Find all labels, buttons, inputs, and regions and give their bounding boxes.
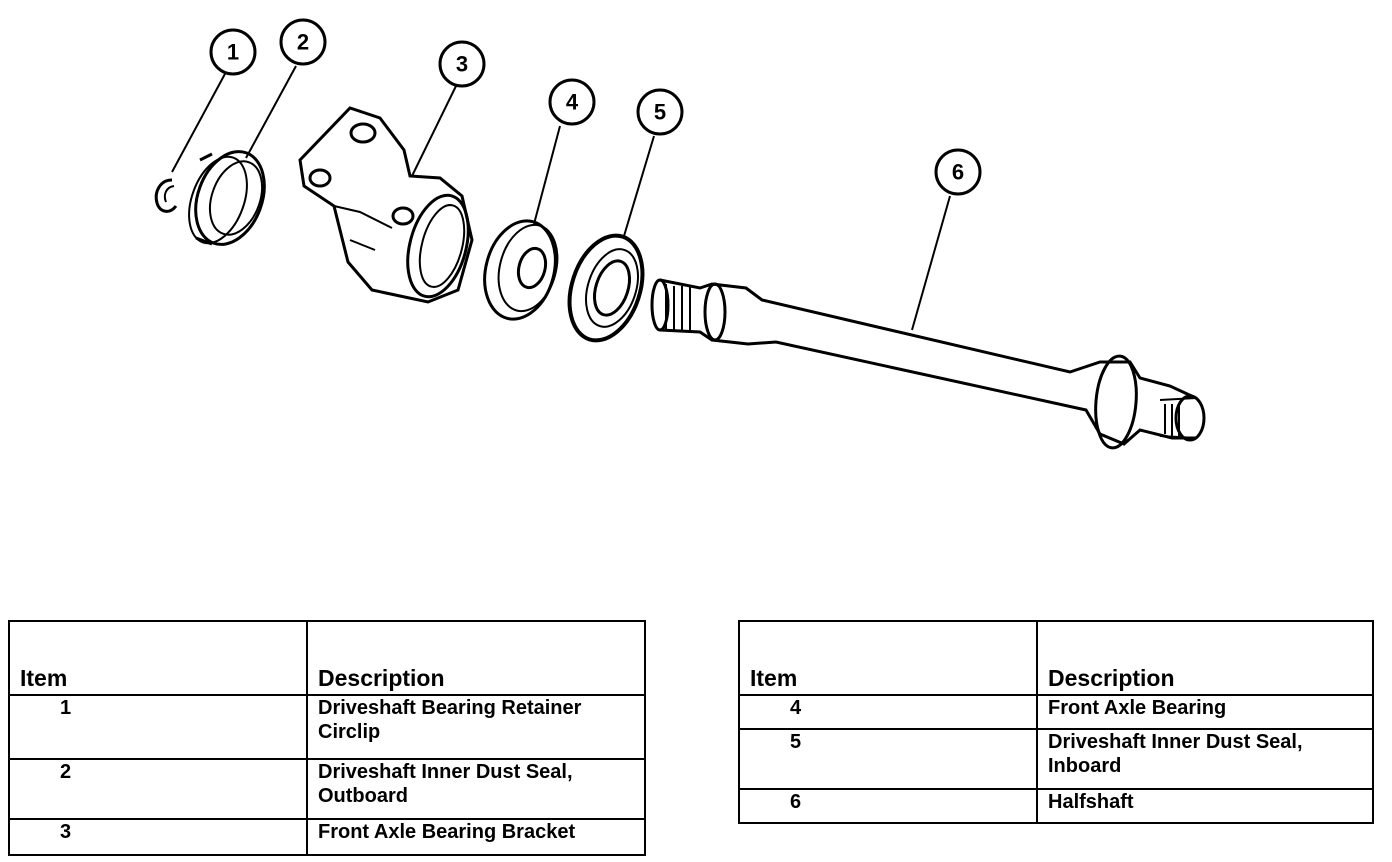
- parts-table-left: Item Description 1 Driveshaft Bearing Re…: [8, 620, 646, 856]
- item-header: Item: [738, 620, 1038, 696]
- item-description: Front Axle Bearing: [1036, 694, 1374, 730]
- item-description: Front Axle Bearing Bracket: [306, 818, 646, 856]
- table-header-row: Item Description: [738, 620, 1374, 696]
- circlip-part: [154, 178, 178, 213]
- leader-lines: [171, 65, 951, 331]
- front-axle-bearing-part: [483, 219, 559, 321]
- callout-2: 2: [297, 30, 309, 55]
- item-number: 4: [738, 694, 1038, 730]
- parts-table-right: Item Description 4 Front Axle Bearing 5 …: [738, 620, 1374, 824]
- inboard-dust-seal-part: [567, 233, 645, 343]
- item-description: Driveshaft Inner Dust Seal, Outboard: [306, 758, 646, 820]
- item-description: Driveshaft Inner Dust Seal, Inboard: [1036, 728, 1374, 790]
- exploded-parts-diagram: 1 2 3 4 5 6: [154, 18, 1206, 450]
- bearing-bracket-part: [298, 106, 474, 304]
- item-number: 6: [738, 788, 1038, 824]
- callout-6: 6: [952, 160, 964, 185]
- item-description: Driveshaft Bearing Retainer Circlip: [306, 694, 646, 760]
- callout-5: 5: [654, 100, 666, 125]
- table-row: 3 Front Axle Bearing Bracket: [8, 818, 646, 856]
- item-number: 1: [8, 694, 308, 760]
- outboard-dust-seal-part: [188, 150, 266, 246]
- callout-3: 3: [456, 52, 468, 77]
- item-description: Halfshaft: [1036, 788, 1374, 824]
- table-row: 1 Driveshaft Bearing Retainer Circlip: [8, 694, 646, 760]
- halfshaft-part: [650, 278, 1206, 450]
- callout-circles: [209, 18, 982, 196]
- item-number: 3: [8, 818, 308, 856]
- table-header-row: Item Description: [8, 620, 646, 696]
- callout-1: 1: [227, 40, 239, 65]
- table-row: 2 Driveshaft Inner Dust Seal, Outboard: [8, 758, 646, 820]
- callout-4: 4: [566, 90, 579, 115]
- table-row: 6 Halfshaft: [738, 788, 1374, 824]
- item-header: Item: [8, 620, 308, 696]
- item-number: 5: [738, 728, 1038, 790]
- description-header: Description: [1036, 620, 1374, 696]
- table-row: 5 Driveshaft Inner Dust Seal, Inboard: [738, 728, 1374, 790]
- description-header: Description: [306, 620, 646, 696]
- item-number: 2: [8, 758, 308, 820]
- table-row: 4 Front Axle Bearing: [738, 694, 1374, 730]
